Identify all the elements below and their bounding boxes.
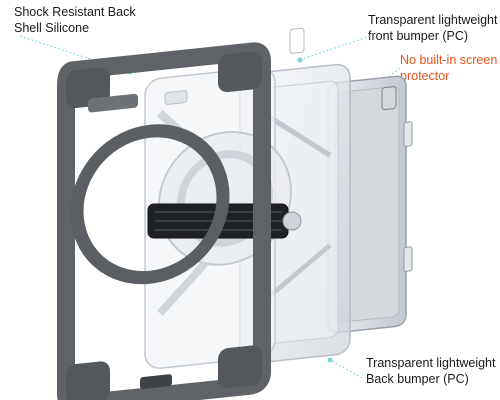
callout-dot-front <box>297 57 303 63</box>
no-screen-protector-label-line2: protector <box>400 69 450 83</box>
front-bumper-label: Transparent lightweight front bumper (PC… <box>368 12 497 44</box>
silicone-back-shell <box>57 42 271 400</box>
front-bumper-label-line1: Transparent lightweight <box>368 13 498 27</box>
shell-label-line2: Shell Silicone <box>14 21 90 35</box>
callout-back <box>329 359 363 379</box>
shell-label-line1: Shock Resistant Back <box>14 5 136 19</box>
front-bumper-label-line2: front bumper (PC) <box>368 29 469 43</box>
back-bumper-label-line1: Transparent lightweight <box>366 356 496 370</box>
back-bumper-label: Transparent lightweight Back bumper (PC) <box>366 355 495 387</box>
back-bumper-label-line2: Back bumper (PC) <box>366 372 469 386</box>
no-screen-protector-label: No built-in screen protector <box>400 52 497 84</box>
callout-front <box>299 35 371 61</box>
callout-dot-back <box>327 357 333 363</box>
no-screen-protector-label-line1: No built-in screen <box>400 53 498 67</box>
shell-label: Shock Resistant Back Shell Silicone <box>14 4 136 36</box>
